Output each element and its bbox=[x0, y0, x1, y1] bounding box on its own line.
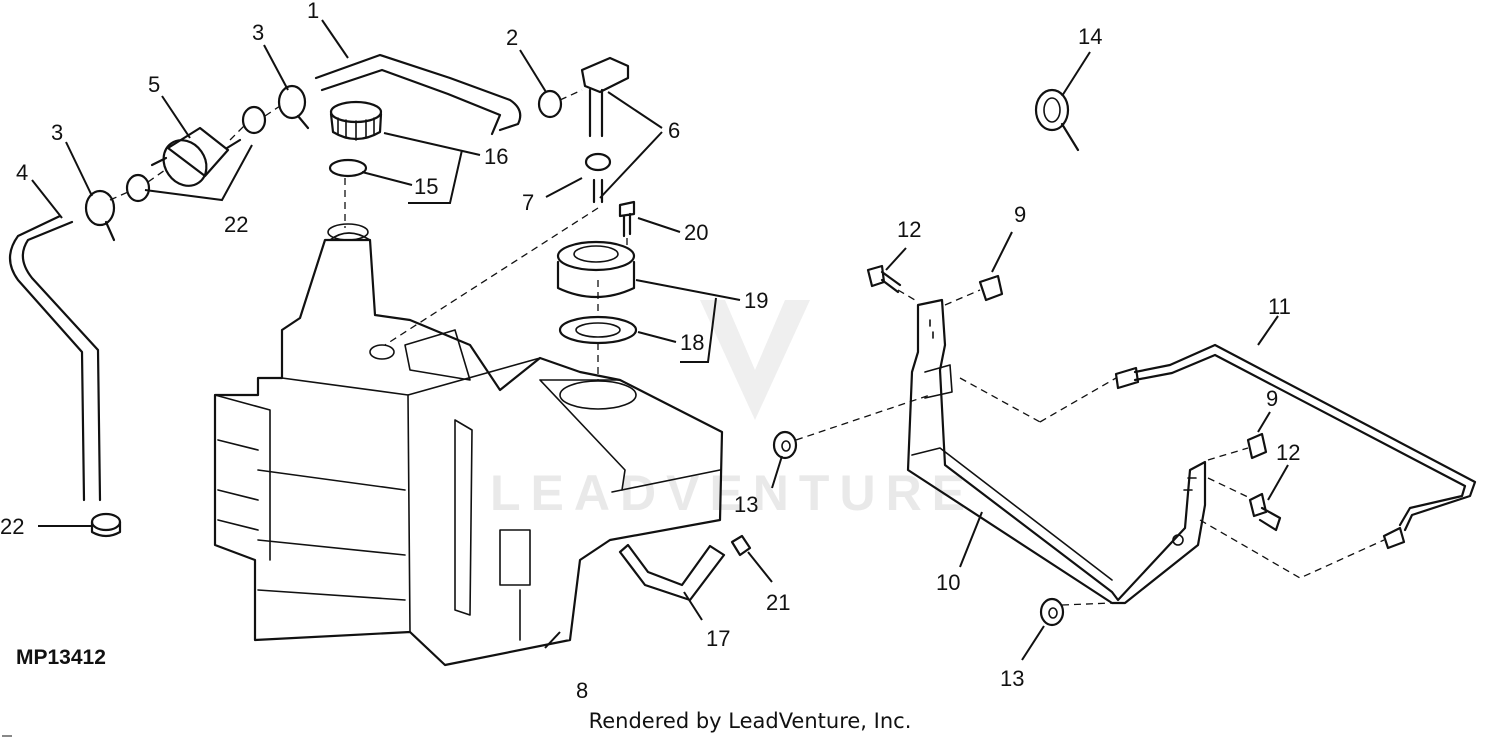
fuel-filter bbox=[150, 126, 242, 187]
fuel-hose-lower bbox=[21, 220, 102, 502]
callout-2: 2 bbox=[506, 25, 518, 50]
callout-3-left: 3 bbox=[51, 120, 63, 145]
callout-8: 8 bbox=[576, 678, 588, 703]
nut-9-lower bbox=[1246, 432, 1268, 460]
fuel-tank bbox=[213, 223, 724, 667]
callout-19: 19 bbox=[744, 288, 768, 313]
hose-clamp-upper bbox=[125, 105, 267, 203]
stabilizer-rod-11-edge bbox=[1133, 353, 1467, 527]
fuel-hose-lower-edge bbox=[8, 214, 86, 502]
lock-nut-13-lower bbox=[1039, 597, 1065, 627]
fuel-hose-upper bbox=[314, 53, 522, 132]
fuel-line-17 bbox=[618, 543, 726, 602]
fuel-hose-upper-edge bbox=[320, 68, 502, 136]
nut-9-upper bbox=[978, 274, 1004, 302]
hose-clamp-lower bbox=[90, 512, 122, 538]
tank-bracket bbox=[906, 298, 1207, 605]
fitting-21 bbox=[730, 534, 752, 557]
clamp-top bbox=[277, 84, 310, 130]
callout-4: 4 bbox=[16, 160, 28, 185]
callout-11: 11 bbox=[1268, 294, 1291, 319]
callout-17: 17 bbox=[706, 626, 730, 651]
leadventure-watermark: LEADVENTURE bbox=[490, 300, 975, 521]
callout-21: 21 bbox=[766, 590, 790, 615]
callout-numbers: 1 2 3 3 4 5 6 7 8 9 9 10 11 12 12 13 13 … bbox=[0, 0, 1300, 703]
callout-20: 20 bbox=[684, 220, 708, 245]
clamp-left bbox=[84, 189, 116, 242]
sender-gasket bbox=[558, 315, 638, 345]
rod-end-lower bbox=[1382, 526, 1406, 550]
callout-9-lower: 9 bbox=[1266, 386, 1278, 411]
callout-18: 18 bbox=[680, 330, 704, 355]
callout-22-lower: 22 bbox=[0, 514, 24, 539]
bolt-12-upper bbox=[866, 264, 902, 294]
bolt-12-lower bbox=[1248, 492, 1282, 532]
callout-22-upper: 22 bbox=[224, 212, 248, 237]
rod-end-upper bbox=[1114, 366, 1140, 390]
fuel-gauge-sender bbox=[556, 240, 636, 299]
callout-14: 14 bbox=[1078, 24, 1102, 49]
callout-12-upper: 12 bbox=[897, 217, 921, 242]
sender-mount-ring bbox=[559, 380, 637, 410]
callout-9-upper: 9 bbox=[1014, 202, 1026, 227]
callout-13-upper: 13 bbox=[734, 492, 758, 517]
callout-12-lower: 12 bbox=[1276, 440, 1300, 465]
callout-7: 7 bbox=[522, 190, 534, 215]
cap-gasket bbox=[328, 158, 368, 178]
callout-6: 6 bbox=[668, 118, 680, 143]
callout-16: 16 bbox=[484, 144, 508, 169]
fuel-cap bbox=[329, 100, 383, 141]
leader-lines bbox=[31, 19, 1289, 661]
bolt-20 bbox=[618, 200, 636, 238]
callout-1: 1 bbox=[307, 0, 319, 23]
fuel-shutoff-valve bbox=[580, 56, 630, 204]
callout-5: 5 bbox=[148, 72, 160, 97]
callout-3-top: 3 bbox=[252, 20, 264, 45]
callout-10: 10 bbox=[936, 570, 960, 595]
footer-credit: Rendered by LeadVenture, Inc. bbox=[588, 709, 912, 733]
hose-clamp-2 bbox=[537, 89, 563, 119]
callout-13-lower: 13 bbox=[1000, 666, 1024, 691]
callout-15: 15 bbox=[414, 174, 438, 199]
assembly-lines bbox=[109, 89, 1385, 606]
clamp-14 bbox=[1034, 88, 1080, 152]
figure-id: MP13412 bbox=[16, 646, 106, 669]
lock-nut-13-upper bbox=[772, 430, 798, 460]
stabilizer-rod-11 bbox=[1133, 343, 1477, 532]
watermark-text: LEADVENTURE bbox=[490, 465, 975, 521]
